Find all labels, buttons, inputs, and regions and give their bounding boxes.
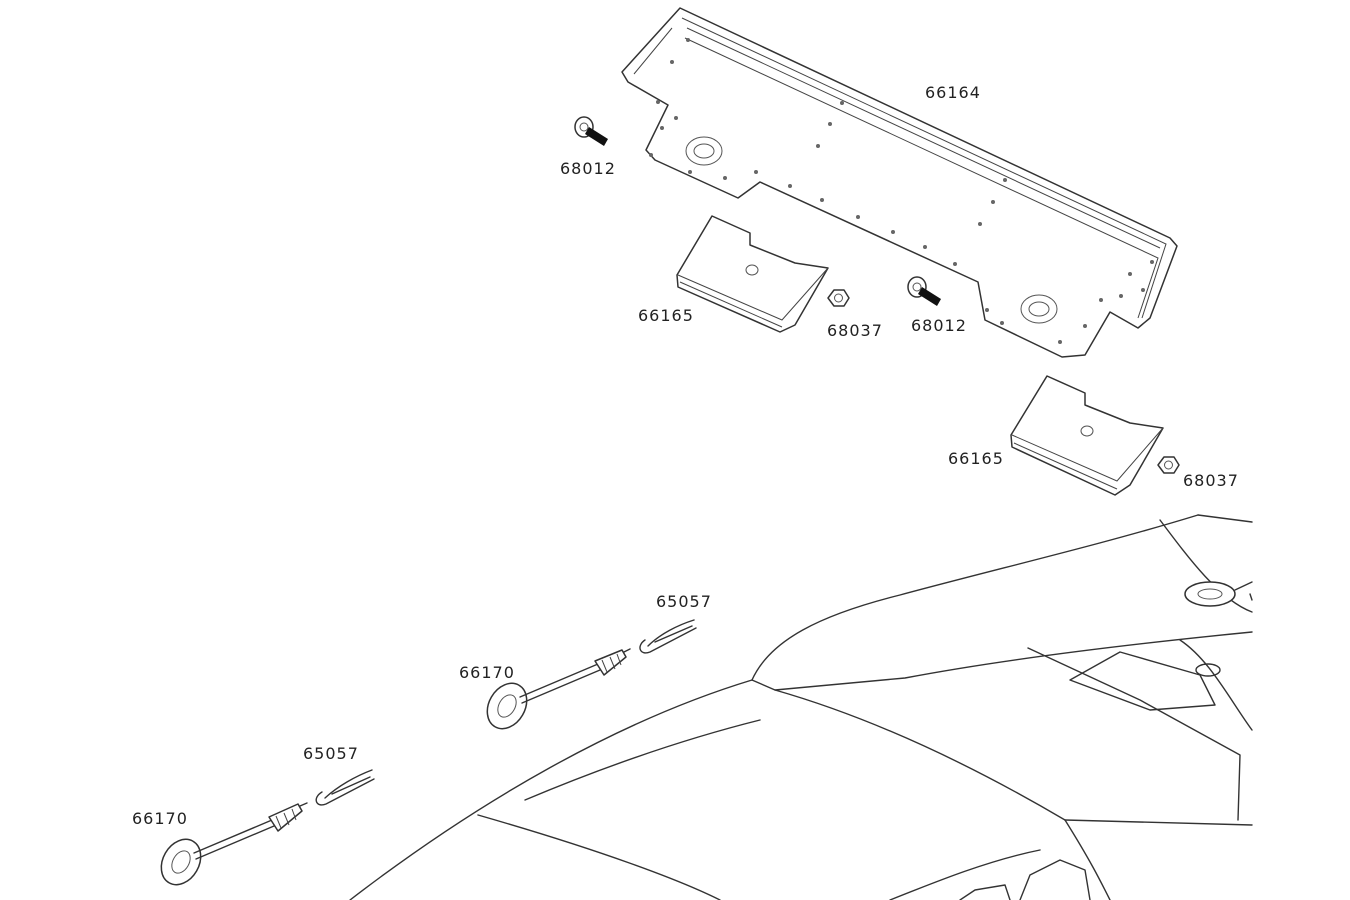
car-body-outline	[349, 514, 1253, 900]
hex-nut-icon	[1157, 456, 1180, 474]
clip-upper-part-number: 65057	[656, 592, 712, 611]
mount-left-part-number: 66165	[638, 306, 694, 325]
cap-screw-icon	[574, 116, 608, 146]
screw-left-part-number: 68012	[560, 159, 616, 178]
nut-right-part-number: 68037	[1183, 471, 1239, 490]
clip-lower-part-number: 65057	[303, 744, 359, 763]
body-pin-icon	[160, 802, 308, 886]
hex-nut-icon	[827, 289, 850, 307]
pin-upper-part-number: 66170	[459, 663, 515, 682]
body-clip-icon	[315, 769, 375, 806]
body-clip-icon	[639, 619, 697, 654]
wing-mount-66165-left	[676, 215, 829, 333]
rear-wing-66164	[621, 7, 1178, 358]
cap-screw-icon	[907, 276, 941, 306]
screw-mid-part-number: 68012	[911, 316, 967, 335]
wing-mount-66165-right	[1010, 375, 1164, 496]
body-post-grommet	[1184, 581, 1253, 607]
nut-left-part-number: 68037	[827, 321, 883, 340]
body-pin-icon	[486, 648, 631, 730]
mount-right-part-number: 66165	[948, 449, 1004, 468]
wing-part-number: 66164	[925, 83, 981, 102]
pin-lower-part-number: 66170	[132, 809, 188, 828]
